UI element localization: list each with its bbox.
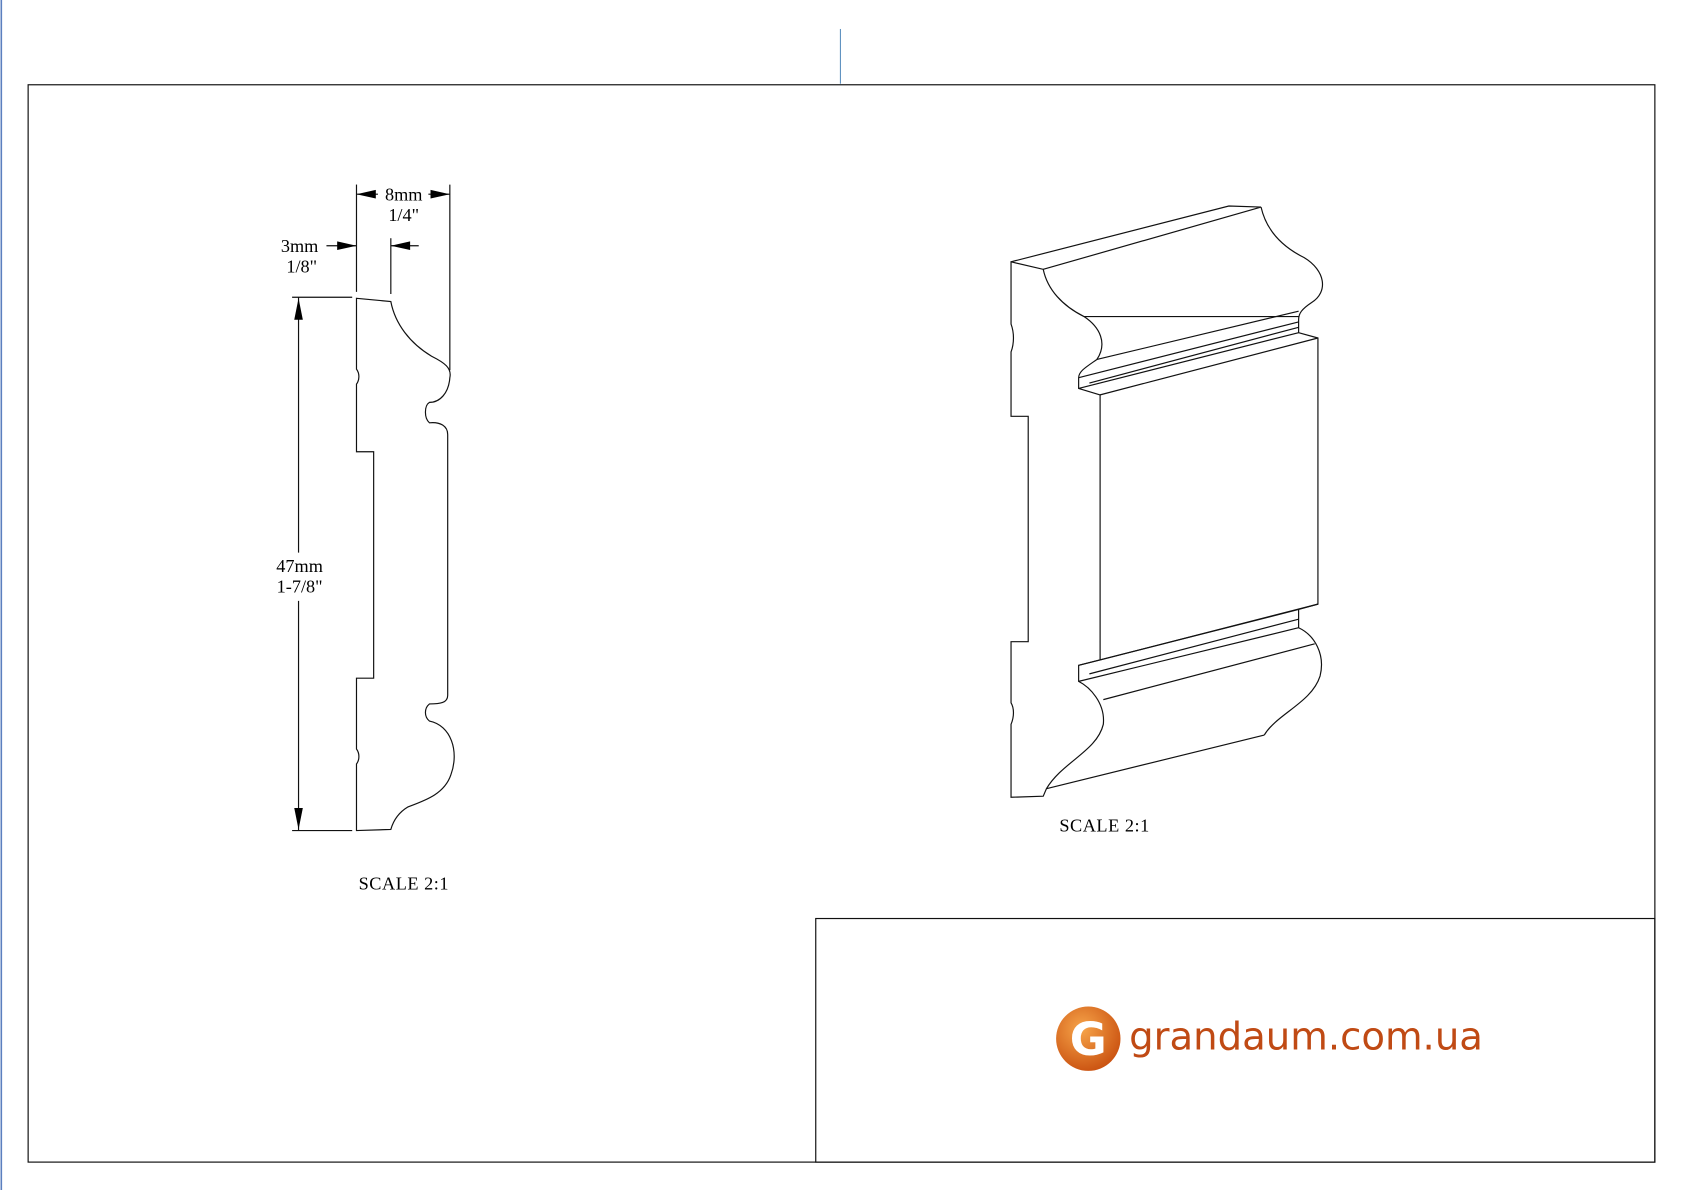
logo-g-icon <box>1056 1006 1121 1071</box>
iso-scale-label: SCALE 2:1 <box>1059 816 1149 836</box>
offset-dim-in: 1/8" <box>286 257 317 277</box>
isometric-view: SCALE 2:1 <box>1010 205 1324 836</box>
profile-outline <box>355 297 455 832</box>
height-dim-in: 1-7/8" <box>277 576 323 596</box>
profile-view: 8mm 1/4" 3mm 1/8" 47mm 1-7/8" SCALE 2:1 <box>276 184 455 894</box>
brand-logo: G grandaum.com.ua <box>1056 1006 1483 1071</box>
title-block <box>815 917 1656 1163</box>
height-dim-mm: 47mm <box>276 556 323 576</box>
profile-scale-label: SCALE 2:1 <box>359 874 449 894</box>
drawing-frame <box>27 84 1656 1163</box>
offset-dim-mm: 3mm <box>281 236 318 256</box>
iso-back-edge-top <box>1260 206 1324 736</box>
iso-top-face <box>1010 205 1262 270</box>
svg-text:G: G <box>1070 1013 1107 1066</box>
width-dim-mm: 8mm <box>385 185 422 205</box>
iso-end-face <box>1010 261 1104 798</box>
width-dim-in: 1/4" <box>388 205 419 225</box>
logo-text: grandaum.com.ua <box>1129 1014 1483 1059</box>
